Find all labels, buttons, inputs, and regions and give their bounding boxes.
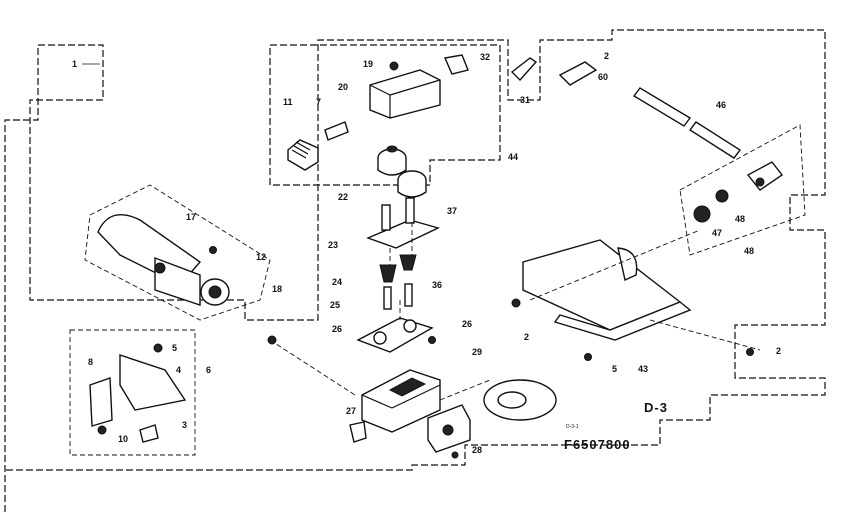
- coil-37: [397, 170, 427, 198]
- label-26b: 26: [462, 319, 472, 329]
- chassis-43: [522, 239, 692, 341]
- screw-18: [267, 335, 277, 345]
- label-4: 4: [176, 365, 181, 375]
- label-12: 12: [256, 252, 266, 262]
- valve-group-box: [69, 329, 196, 456]
- rod-46: [632, 87, 742, 159]
- switch-48: [746, 161, 784, 191]
- plate-32: [444, 54, 469, 75]
- connector-block-11: [287, 139, 319, 171]
- label-17: 17: [186, 212, 196, 222]
- knob-47: [693, 205, 711, 223]
- label-31: 31: [520, 95, 530, 105]
- washer-48: [715, 189, 729, 203]
- label-46: 46: [716, 100, 726, 110]
- label-5-right: 5: [612, 364, 617, 374]
- burner-group-box: [84, 184, 271, 321]
- screw-2c: [746, 348, 754, 356]
- valve-body: [361, 369, 441, 433]
- label-7: 7: [316, 97, 321, 107]
- coil-22: [377, 145, 407, 176]
- connector-line-g: [439, 379, 491, 401]
- label-60: 60: [598, 72, 608, 82]
- connector-line-f: [649, 319, 761, 351]
- label-1: 1: [72, 59, 77, 69]
- label-3: 3: [182, 420, 187, 430]
- bracket-20: [369, 69, 441, 119]
- label-27: 27: [346, 406, 356, 416]
- screw-17: [209, 246, 217, 254]
- screw-5: [584, 353, 592, 361]
- label-29: 29: [472, 347, 482, 357]
- pin-25b: [404, 283, 413, 307]
- pin-25: [383, 286, 392, 310]
- label-48b: 48: [744, 246, 754, 256]
- clip-7: [324, 121, 349, 141]
- clip-31: [510, 57, 538, 82]
- label-19: 19: [363, 59, 373, 69]
- connector-line-a: [269, 339, 356, 396]
- upper-inner-box: [269, 44, 501, 186]
- spring-24: [379, 264, 397, 283]
- label-43: 43: [638, 364, 648, 374]
- fitting-28: [427, 404, 471, 453]
- screw-26: [428, 336, 436, 344]
- connector-line-e: [529, 229, 701, 301]
- label-26: 26: [332, 324, 342, 334]
- burner-29: [483, 379, 557, 421]
- label-48: 48: [735, 214, 745, 224]
- nozzle-27: [349, 421, 367, 443]
- label-22: 22: [338, 192, 348, 202]
- label-18: 18: [272, 284, 282, 294]
- label-2-right: 2: [776, 346, 781, 356]
- label-47: 47: [712, 228, 722, 238]
- label-24: 24: [332, 277, 342, 287]
- knob-group-box: [679, 124, 806, 256]
- label-25: 25: [330, 300, 340, 310]
- figure-code: F6507800: [564, 437, 631, 452]
- assembly-boundary: [4, 29, 826, 512]
- label-44: 44: [508, 152, 518, 162]
- clip-60: [558, 61, 598, 86]
- plate-23: [366, 197, 440, 249]
- label-2-mid: 2: [524, 332, 529, 342]
- screw-2a: [511, 298, 521, 308]
- screw-28b: [451, 451, 459, 459]
- label-8: 8: [88, 357, 93, 367]
- label-2-top: 2: [604, 51, 609, 61]
- spring-36: [399, 254, 417, 271]
- sheet-label: D-3: [644, 400, 668, 415]
- small-note: D-3-1: [566, 424, 579, 430]
- label-23: 23: [328, 240, 338, 250]
- label-37: 37: [447, 206, 457, 216]
- label-11: 11: [283, 97, 293, 107]
- label-36: 36: [432, 280, 442, 290]
- screw-19: [389, 61, 399, 71]
- label-20: 20: [338, 82, 348, 92]
- label-28: 28: [472, 445, 482, 455]
- label-5-left: 5: [172, 343, 177, 353]
- gasket-26: [356, 317, 434, 353]
- label-32: 32: [480, 52, 490, 62]
- label-10: 10: [118, 434, 128, 444]
- label-6: 6: [206, 365, 211, 375]
- gas-valve-6: [89, 343, 187, 443]
- burner-tube-12: [97, 213, 230, 306]
